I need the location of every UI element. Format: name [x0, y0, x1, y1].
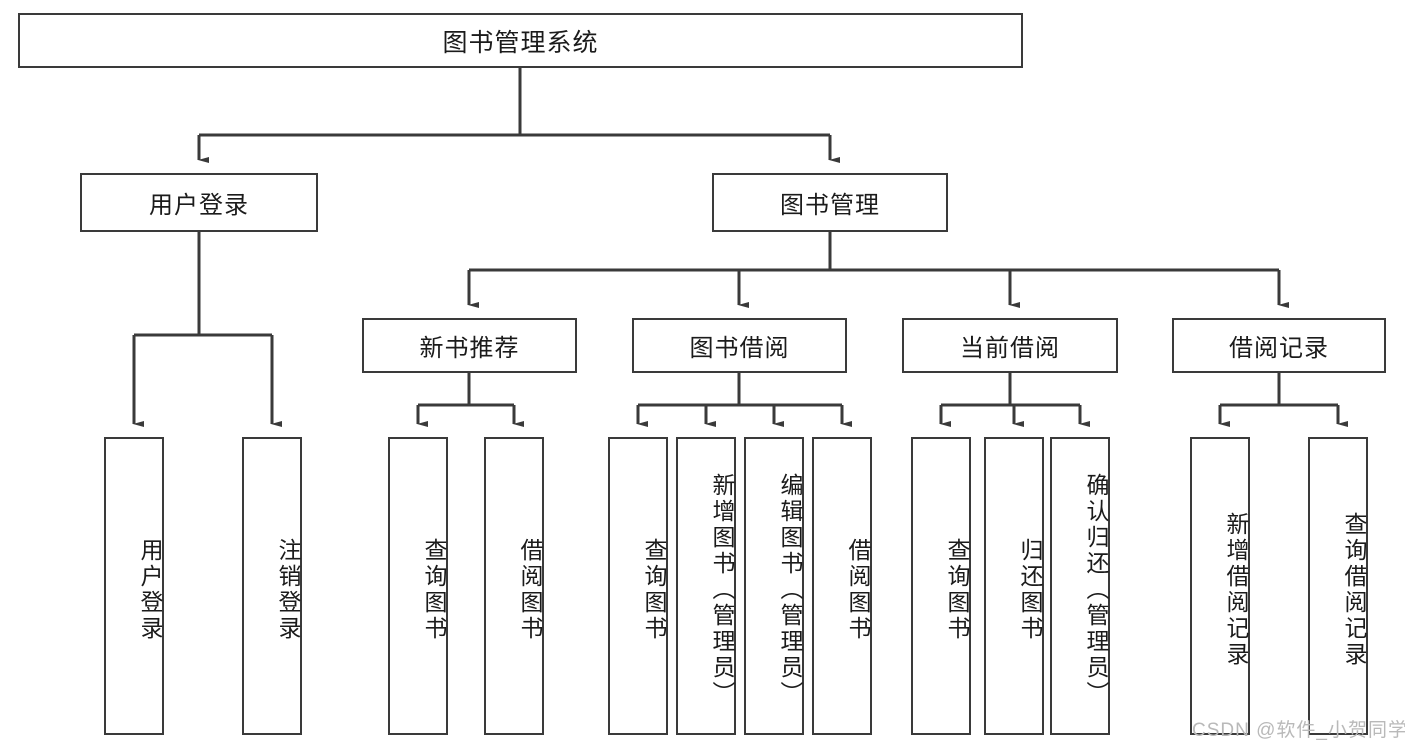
- leaf-node-query-book-current[interactable]: 查询图书: [911, 437, 971, 735]
- node-current-borrowing[interactable]: 当前借阅: [902, 318, 1118, 373]
- node-label: 当前借阅: [960, 335, 1060, 362]
- leaf-node-user-login[interactable]: 用户登录: [104, 437, 164, 735]
- node-label: 用户登录: [137, 538, 163, 642]
- leaf-node-add-borrow-record[interactable]: 新增借阅记录: [1190, 437, 1250, 735]
- node-label: 图书借阅: [689, 335, 790, 362]
- node-label: 图书管理系统: [442, 28, 599, 57]
- node-label: 注销登录: [275, 538, 301, 642]
- watermark-text: CSDN @软件_小贺同学: [1192, 720, 1405, 741]
- node-label: 归还图书: [1017, 538, 1043, 642]
- leaf-node-query-book-rec[interactable]: 查询图书: [388, 437, 448, 735]
- node-label: 图书管理: [780, 192, 880, 219]
- node-label: 借阅图书: [517, 538, 543, 642]
- node-label: 借阅记录: [1229, 335, 1329, 362]
- leaf-node-query-book-borrow[interactable]: 查询图书: [608, 437, 668, 735]
- node-user-login[interactable]: 用户登录: [80, 173, 318, 232]
- leaf-node-return-book[interactable]: 归还图书: [984, 437, 1044, 735]
- node-book-management[interactable]: 图书管理: [712, 173, 948, 232]
- node-label: 新书推荐: [419, 335, 520, 362]
- node-label: 用户登录: [149, 192, 249, 219]
- csdn-watermark: CSDN @软件_小贺同学: [1192, 715, 1405, 742]
- leaf-node-confirm-return[interactable]: 确认归还（管理员）: [1050, 437, 1110, 735]
- leaf-node-query-borrow-record[interactable]: 查询借阅记录: [1308, 437, 1368, 735]
- node-label: 借阅图书: [845, 538, 871, 642]
- node-label: 新增借阅记录: [1223, 512, 1249, 668]
- leaf-node-borrow-book[interactable]: 借阅图书: [812, 437, 872, 735]
- node-label: 查询借阅记录: [1341, 512, 1367, 668]
- node-label: 查询图书: [944, 538, 970, 642]
- node-label: 确认归还（管理员）: [1083, 473, 1109, 707]
- node-book-borrowing[interactable]: 图书借阅: [632, 318, 847, 373]
- node-label: 新增图书（管理员）: [709, 473, 735, 707]
- node-new-book-recommendation[interactable]: 新书推荐: [362, 318, 577, 373]
- node-root-system[interactable]: 图书管理系统: [18, 13, 1023, 68]
- node-label: 查询图书: [421, 538, 447, 642]
- node-label: 编辑图书（管理员）: [777, 473, 803, 707]
- node-label: 查询图书: [641, 538, 667, 642]
- leaf-node-borrow-book-rec[interactable]: 借阅图书: [484, 437, 544, 735]
- leaf-node-user-logout[interactable]: 注销登录: [242, 437, 302, 735]
- node-borrowing-records[interactable]: 借阅记录: [1172, 318, 1386, 373]
- leaf-node-edit-book[interactable]: 编辑图书（管理员）: [744, 437, 804, 735]
- leaf-node-add-book[interactable]: 新增图书（管理员）: [676, 437, 736, 735]
